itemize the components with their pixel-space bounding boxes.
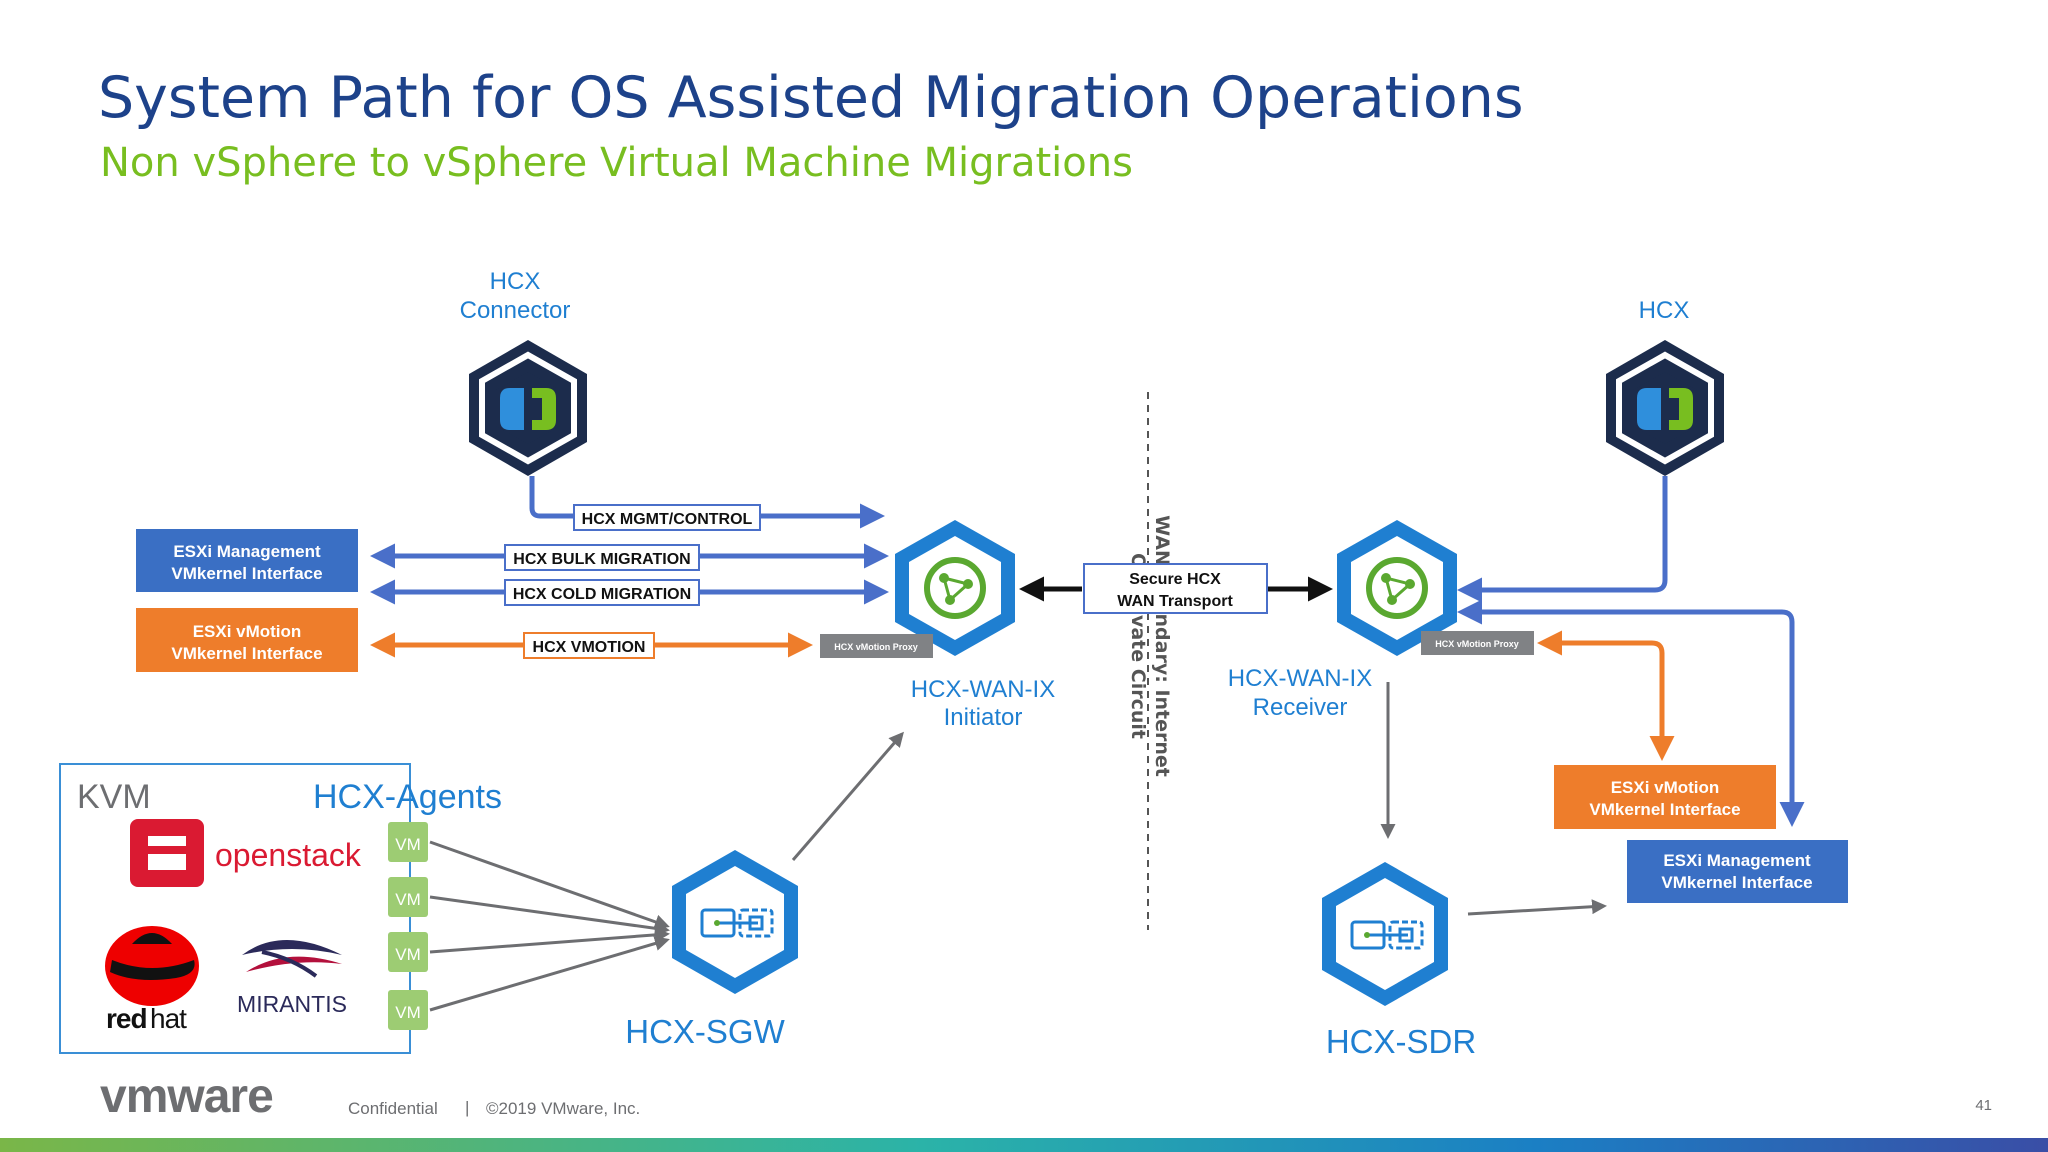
right-mgmt-interface[interactable]: ESXi Management VMkernel Interface — [1627, 840, 1848, 903]
sgw-to-initiator-arrow — [791, 731, 904, 861]
mgmt-control-arrow — [529, 476, 885, 529]
hcx-to-receiver-arrow — [1457, 476, 1668, 603]
hcx-connector-icon[interactable] — [469, 340, 587, 476]
footer-color-bar — [0, 1138, 2048, 1152]
wan-transport-label: Secure HCX WAN Transport — [1083, 563, 1268, 614]
mgmt-control-label: HCX MGMT/CONTROL — [573, 504, 761, 531]
receiver-to-right-vmotion-arrow — [1537, 630, 1675, 761]
svg-text:VMkernel Interface: VMkernel Interface — [171, 644, 322, 663]
vm-agent[interactable]: VM — [388, 822, 428, 862]
svg-text:HCX COLD MIGRATION: HCX COLD MIGRATION — [513, 586, 691, 603]
sdr-to-right-mgmt-arrow — [1467, 899, 1607, 916]
svg-text:VMkernel Interface: VMkernel Interface — [171, 564, 322, 583]
page-subtitle: Non vSphere to vSphere Virtual Machine M… — [100, 140, 1133, 186]
svg-text:Secure HCX: Secure HCX — [1129, 571, 1221, 588]
svg-text:hat: hat — [150, 1003, 187, 1034]
confidential-text: Confidential — [348, 1099, 438, 1118]
footer-separator: | — [465, 1098, 469, 1117]
sgw-label: HCX-SGW — [625, 1013, 785, 1050]
left-mgmt-interface[interactable]: ESXi Management VMkernel Interface — [136, 529, 358, 592]
vm-to-sgw-arrow — [429, 927, 670, 954]
hcx-agents-label: HCX-Agents — [313, 778, 502, 816]
receiver-to-right-mgmt-arrow — [1457, 599, 1805, 827]
svg-text:openstack: openstack — [215, 837, 362, 873]
right-vmotion-interface[interactable]: ESXi vMotion VMkernel Interface — [1554, 765, 1776, 829]
wan-ix-receiver-label-2: Receiver — [1253, 694, 1348, 721]
wan-ix-receiver-icon[interactable] — [1337, 520, 1457, 656]
svg-text:ESXi Management: ESXi Management — [173, 542, 321, 561]
vmware-logo: vmware — [100, 1070, 273, 1123]
svg-text:HCX VMOTION: HCX VMOTION — [533, 639, 646, 656]
redhat-logo: red hat — [105, 926, 199, 1034]
vm-agent[interactable]: VM — [388, 877, 428, 917]
svg-text:red: red — [106, 1003, 147, 1034]
svg-text:ESXi vMotion: ESXi vMotion — [1611, 778, 1720, 797]
wan-ix-initiator-label-2: Initiator — [944, 704, 1023, 731]
hcx-connector-label: HCX — [490, 268, 541, 295]
wan-ix-initiator-label: HCX-WAN-IX — [911, 676, 1055, 703]
svg-text:MIRANTIS: MIRANTIS — [237, 991, 347, 1017]
svg-text:VM: VM — [395, 835, 421, 854]
bulk-migration-label: HCX BULK MIGRATION — [504, 544, 700, 571]
svg-text:VM: VM — [395, 945, 421, 964]
svg-text:HCX BULK MIGRATION: HCX BULK MIGRATION — [513, 551, 690, 568]
svg-text:VMkernel Interface: VMkernel Interface — [1589, 800, 1740, 819]
vm-to-sgw-arrow — [429, 936, 670, 1012]
page-title: System Path for OS Assisted Migration Op… — [98, 65, 1524, 131]
wan-ix-initiator-icon[interactable] — [895, 520, 1015, 656]
svg-text:WAN Transport: WAN Transport — [1117, 593, 1233, 610]
svg-text:VM: VM — [395, 890, 421, 909]
svg-text:HCX vMotion Proxy: HCX vMotion Proxy — [834, 642, 918, 652]
hcx-connector-label-2: Connector — [460, 297, 571, 324]
svg-text:VMkernel Interface: VMkernel Interface — [1661, 873, 1812, 892]
vm-to-sgw-arrow — [429, 895, 670, 936]
svg-text:ESXi vMotion: ESXi vMotion — [193, 622, 302, 641]
cold-migration-label: HCX COLD MIGRATION — [504, 579, 700, 606]
svg-text:HCX MGMT/CONTROL: HCX MGMT/CONTROL — [582, 511, 753, 528]
hcx-cloud-label: HCX — [1639, 297, 1690, 324]
svg-text:VM: VM — [395, 1003, 421, 1022]
hcx-cloud-icon[interactable] — [1606, 340, 1724, 476]
sdr-label: HCX-SDR — [1326, 1023, 1476, 1060]
mirantis-logo: MIRANTIS — [237, 940, 347, 1017]
page-number: 41 — [1975, 1097, 1992, 1114]
openstack-logo: openstack — [130, 819, 362, 887]
wan-boundary-label: WAN Boundary: Internet Or Private Circui… — [1127, 515, 1173, 777]
kvm-label: KVM — [77, 778, 151, 816]
vm-to-sgw-arrow — [429, 840, 670, 930]
svg-text:ESXi Management: ESXi Management — [1663, 851, 1811, 870]
wan-ix-receiver-label: HCX-WAN-IX — [1228, 665, 1372, 692]
copyright-text: ©2019 VMware, Inc. — [486, 1099, 640, 1118]
sgw-icon[interactable] — [672, 850, 798, 994]
receiver-vmotion-proxy: HCX vMotion Proxy — [1421, 631, 1534, 655]
left-vmotion-interface[interactable]: ESXi vMotion VMkernel Interface — [136, 608, 358, 672]
svg-text:HCX vMotion Proxy: HCX vMotion Proxy — [1435, 639, 1519, 649]
sdr-icon[interactable] — [1322, 862, 1448, 1006]
vm-agent[interactable]: VM — [388, 932, 428, 972]
vmotion-label: HCX VMOTION — [523, 632, 655, 659]
svg-text:WAN Boundary: Internet: WAN Boundary: Internet — [1151, 515, 1173, 777]
initiator-vmotion-proxy: HCX vMotion Proxy — [820, 634, 933, 658]
vm-agent[interactable]: VM — [388, 990, 428, 1030]
source-env-box — [59, 763, 411, 1054]
